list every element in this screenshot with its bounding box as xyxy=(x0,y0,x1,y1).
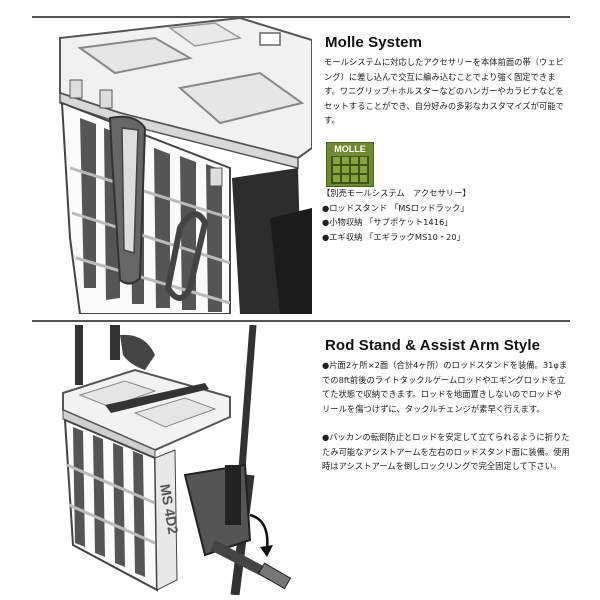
molle-logo: MOLLE xyxy=(326,142,374,187)
accessory-list-heading: 【別売モールシステム アクセサリー】 xyxy=(322,188,471,198)
middle-rule xyxy=(32,320,570,322)
molle-logo-label: MOLLE xyxy=(334,144,366,154)
accessory-list-item: ●エギ収納 「エギラックMS10・20」 xyxy=(322,231,465,242)
section-body-rod-stand-1: ●片面2ヶ所×2面（合計4ヶ所）のロッドスタンドを装備。31φまでの8ft前後の… xyxy=(322,360,568,414)
molle-grid-icon xyxy=(331,156,369,184)
top-rule xyxy=(32,16,570,18)
section-body-rod-stand-2: ●バッカンの転倒防止とロッドを安定して立てられるように折りたたみ可能なアシストア… xyxy=(322,432,570,471)
section-title-molle: Molle System xyxy=(325,34,423,51)
section-body-molle: モールシステムに対応したアクセサリーを本体前面の帯（ウェビング）に差し込んで交互… xyxy=(324,57,564,125)
rod-stand-photo: MS 4D2 xyxy=(55,325,317,595)
accessory-list-item: ●ロッドスタンド 「MSロッドラック」 xyxy=(322,202,469,213)
section-title-rod-stand: Rod Stand & Assist Arm Style xyxy=(325,337,541,354)
accessory-list-item: ●小物収納 「サブポケット1416」 xyxy=(322,217,453,227)
accessory-list: 【別売モールシステム アクセサリー】 ●ロッドスタンド 「MSロッドラック」 ●… xyxy=(322,186,471,244)
molle-bakkan-photo xyxy=(40,18,312,314)
